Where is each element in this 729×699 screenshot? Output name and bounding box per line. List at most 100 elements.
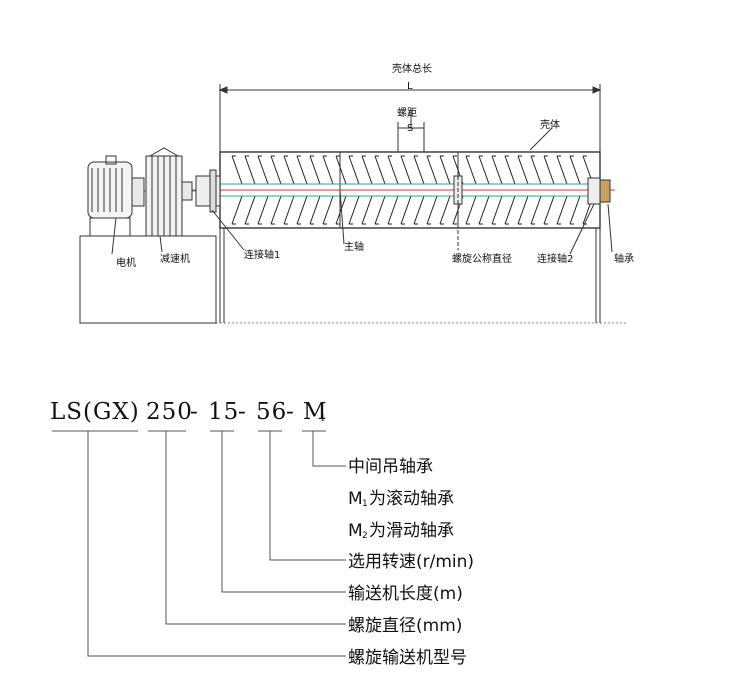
flight-16 bbox=[439, 155, 451, 225]
total-length-label: 壳体总长 bbox=[392, 62, 432, 75]
flight-edge-24 bbox=[544, 155, 548, 225]
leader-model bbox=[87, 431, 346, 657]
reducer-label: 减速机 bbox=[160, 252, 190, 265]
flight-edge-14 bbox=[414, 155, 418, 225]
model-sep-3: - bbox=[286, 399, 295, 425]
reducer-leader bbox=[159, 235, 163, 253]
left-flange bbox=[209, 169, 217, 213]
main-shaft-leader bbox=[339, 189, 345, 245]
drive-base bbox=[79, 235, 217, 324]
flight-20 bbox=[491, 155, 503, 225]
flight-26 bbox=[569, 155, 581, 225]
flight-edge-7 bbox=[323, 155, 327, 225]
connecting-shaft-2-leader bbox=[569, 203, 595, 255]
flight-21 bbox=[504, 155, 516, 225]
pitch-label: 螺距 bbox=[397, 107, 417, 119]
model-speed: 56 bbox=[256, 399, 287, 425]
screw-flights bbox=[231, 155, 594, 225]
flight-9 bbox=[348, 155, 360, 225]
flight-edge-13 bbox=[401, 155, 405, 225]
casing-leader bbox=[529, 127, 553, 151]
bearing-leader bbox=[607, 203, 613, 253]
flight-1 bbox=[244, 155, 256, 225]
model-sep-2: - bbox=[238, 399, 247, 425]
motor-label: 电机 bbox=[116, 256, 136, 269]
flight-edge-18 bbox=[466, 155, 470, 225]
flight-6 bbox=[309, 155, 321, 225]
legend-speed: 选用转速(r/min) bbox=[348, 552, 474, 572]
flight-19 bbox=[478, 155, 490, 225]
connecting-shaft-1-label: 连接轴1 bbox=[244, 248, 280, 261]
flight-14 bbox=[413, 155, 425, 225]
leader-diameter bbox=[165, 431, 346, 625]
flight-edge-2 bbox=[258, 155, 262, 225]
casing-label: 壳体 bbox=[540, 118, 560, 131]
legend-diameter: 螺旋直径(mm) bbox=[348, 616, 462, 636]
connecting-shaft-1-leader bbox=[211, 209, 245, 251]
model-length: 15 bbox=[208, 399, 239, 425]
flight-22 bbox=[517, 155, 529, 225]
legend-m2-text: 为滑动轴承 bbox=[369, 521, 454, 541]
flight-edge-6 bbox=[310, 155, 314, 225]
flight-7 bbox=[322, 155, 334, 225]
length-symbol: L bbox=[407, 81, 413, 92]
connecting-shaft-2 bbox=[587, 177, 601, 205]
flight-edge-23 bbox=[531, 155, 535, 225]
flight-4 bbox=[283, 155, 295, 225]
flight-edge-1 bbox=[245, 155, 249, 225]
flight-edge-19 bbox=[479, 155, 483, 225]
flight-5 bbox=[296, 155, 308, 225]
flight-edge-10 bbox=[362, 155, 366, 225]
flight-edge-3 bbox=[271, 155, 275, 225]
flight-0 bbox=[231, 155, 243, 225]
flight-edge-16 bbox=[440, 155, 444, 225]
flight-12 bbox=[387, 155, 399, 225]
flight-edge-11 bbox=[375, 155, 379, 225]
flight-edge-12 bbox=[388, 155, 392, 225]
model-bearing-letter: M bbox=[303, 399, 328, 425]
legend: 中间吊轴承 M 1 为滚动轴承 M 2 为滑动轴承 选用转速(r/min) 输送… bbox=[348, 457, 474, 668]
legend-m1-sub: 1 bbox=[362, 499, 368, 509]
legend-m2-letter: M bbox=[348, 521, 363, 541]
flight-25 bbox=[556, 155, 568, 225]
flight-23 bbox=[530, 155, 542, 225]
flight-edge-26 bbox=[570, 155, 574, 225]
reducer bbox=[145, 147, 193, 237]
flight-15 bbox=[426, 155, 438, 225]
motor bbox=[87, 155, 145, 237]
flight-24 bbox=[543, 155, 555, 225]
model-code: LS(GX) 250 - 15 - 56 - M 1 bbox=[50, 399, 328, 425]
model-diameter: 250 bbox=[146, 399, 193, 425]
flight-edge-25 bbox=[557, 155, 561, 225]
code-leaders bbox=[52, 430, 346, 657]
total-length-arrows bbox=[218, 86, 602, 94]
pitch-symbol: S bbox=[407, 123, 413, 134]
flight-11 bbox=[374, 155, 386, 225]
flight-10 bbox=[361, 155, 373, 225]
main-shaft-label: 主轴 bbox=[344, 240, 364, 253]
motor-leader bbox=[111, 217, 117, 255]
leader-bearing bbox=[312, 431, 346, 467]
flight-2 bbox=[257, 155, 269, 225]
legend-m1-letter: M bbox=[348, 489, 363, 509]
nominal-diameter-label: 螺旋公称直径 bbox=[452, 252, 512, 265]
connecting-shaft-2-label: 连接轴2 bbox=[537, 252, 573, 265]
leader-speed bbox=[269, 431, 346, 561]
flight-edge-4 bbox=[284, 155, 288, 225]
bearing-label: 轴承 bbox=[614, 252, 634, 265]
flight-edge-17 bbox=[453, 155, 457, 225]
flight-edge-15 bbox=[427, 155, 431, 225]
model-prefix: LS(GX) bbox=[50, 399, 140, 425]
end-bearing bbox=[599, 179, 611, 203]
flight-edge-22 bbox=[518, 155, 522, 225]
flight-edge-20 bbox=[492, 155, 496, 225]
flight-3 bbox=[270, 155, 282, 225]
legend-length: 输送机长度(m) bbox=[348, 584, 463, 604]
legend-model: 螺旋输送机型号 bbox=[348, 648, 467, 668]
leader-length bbox=[221, 431, 346, 593]
model-sep-1: - bbox=[190, 399, 199, 425]
flight-edge-5 bbox=[297, 155, 301, 225]
flight-edge-27 bbox=[583, 155, 587, 225]
flight-18 bbox=[465, 155, 477, 225]
